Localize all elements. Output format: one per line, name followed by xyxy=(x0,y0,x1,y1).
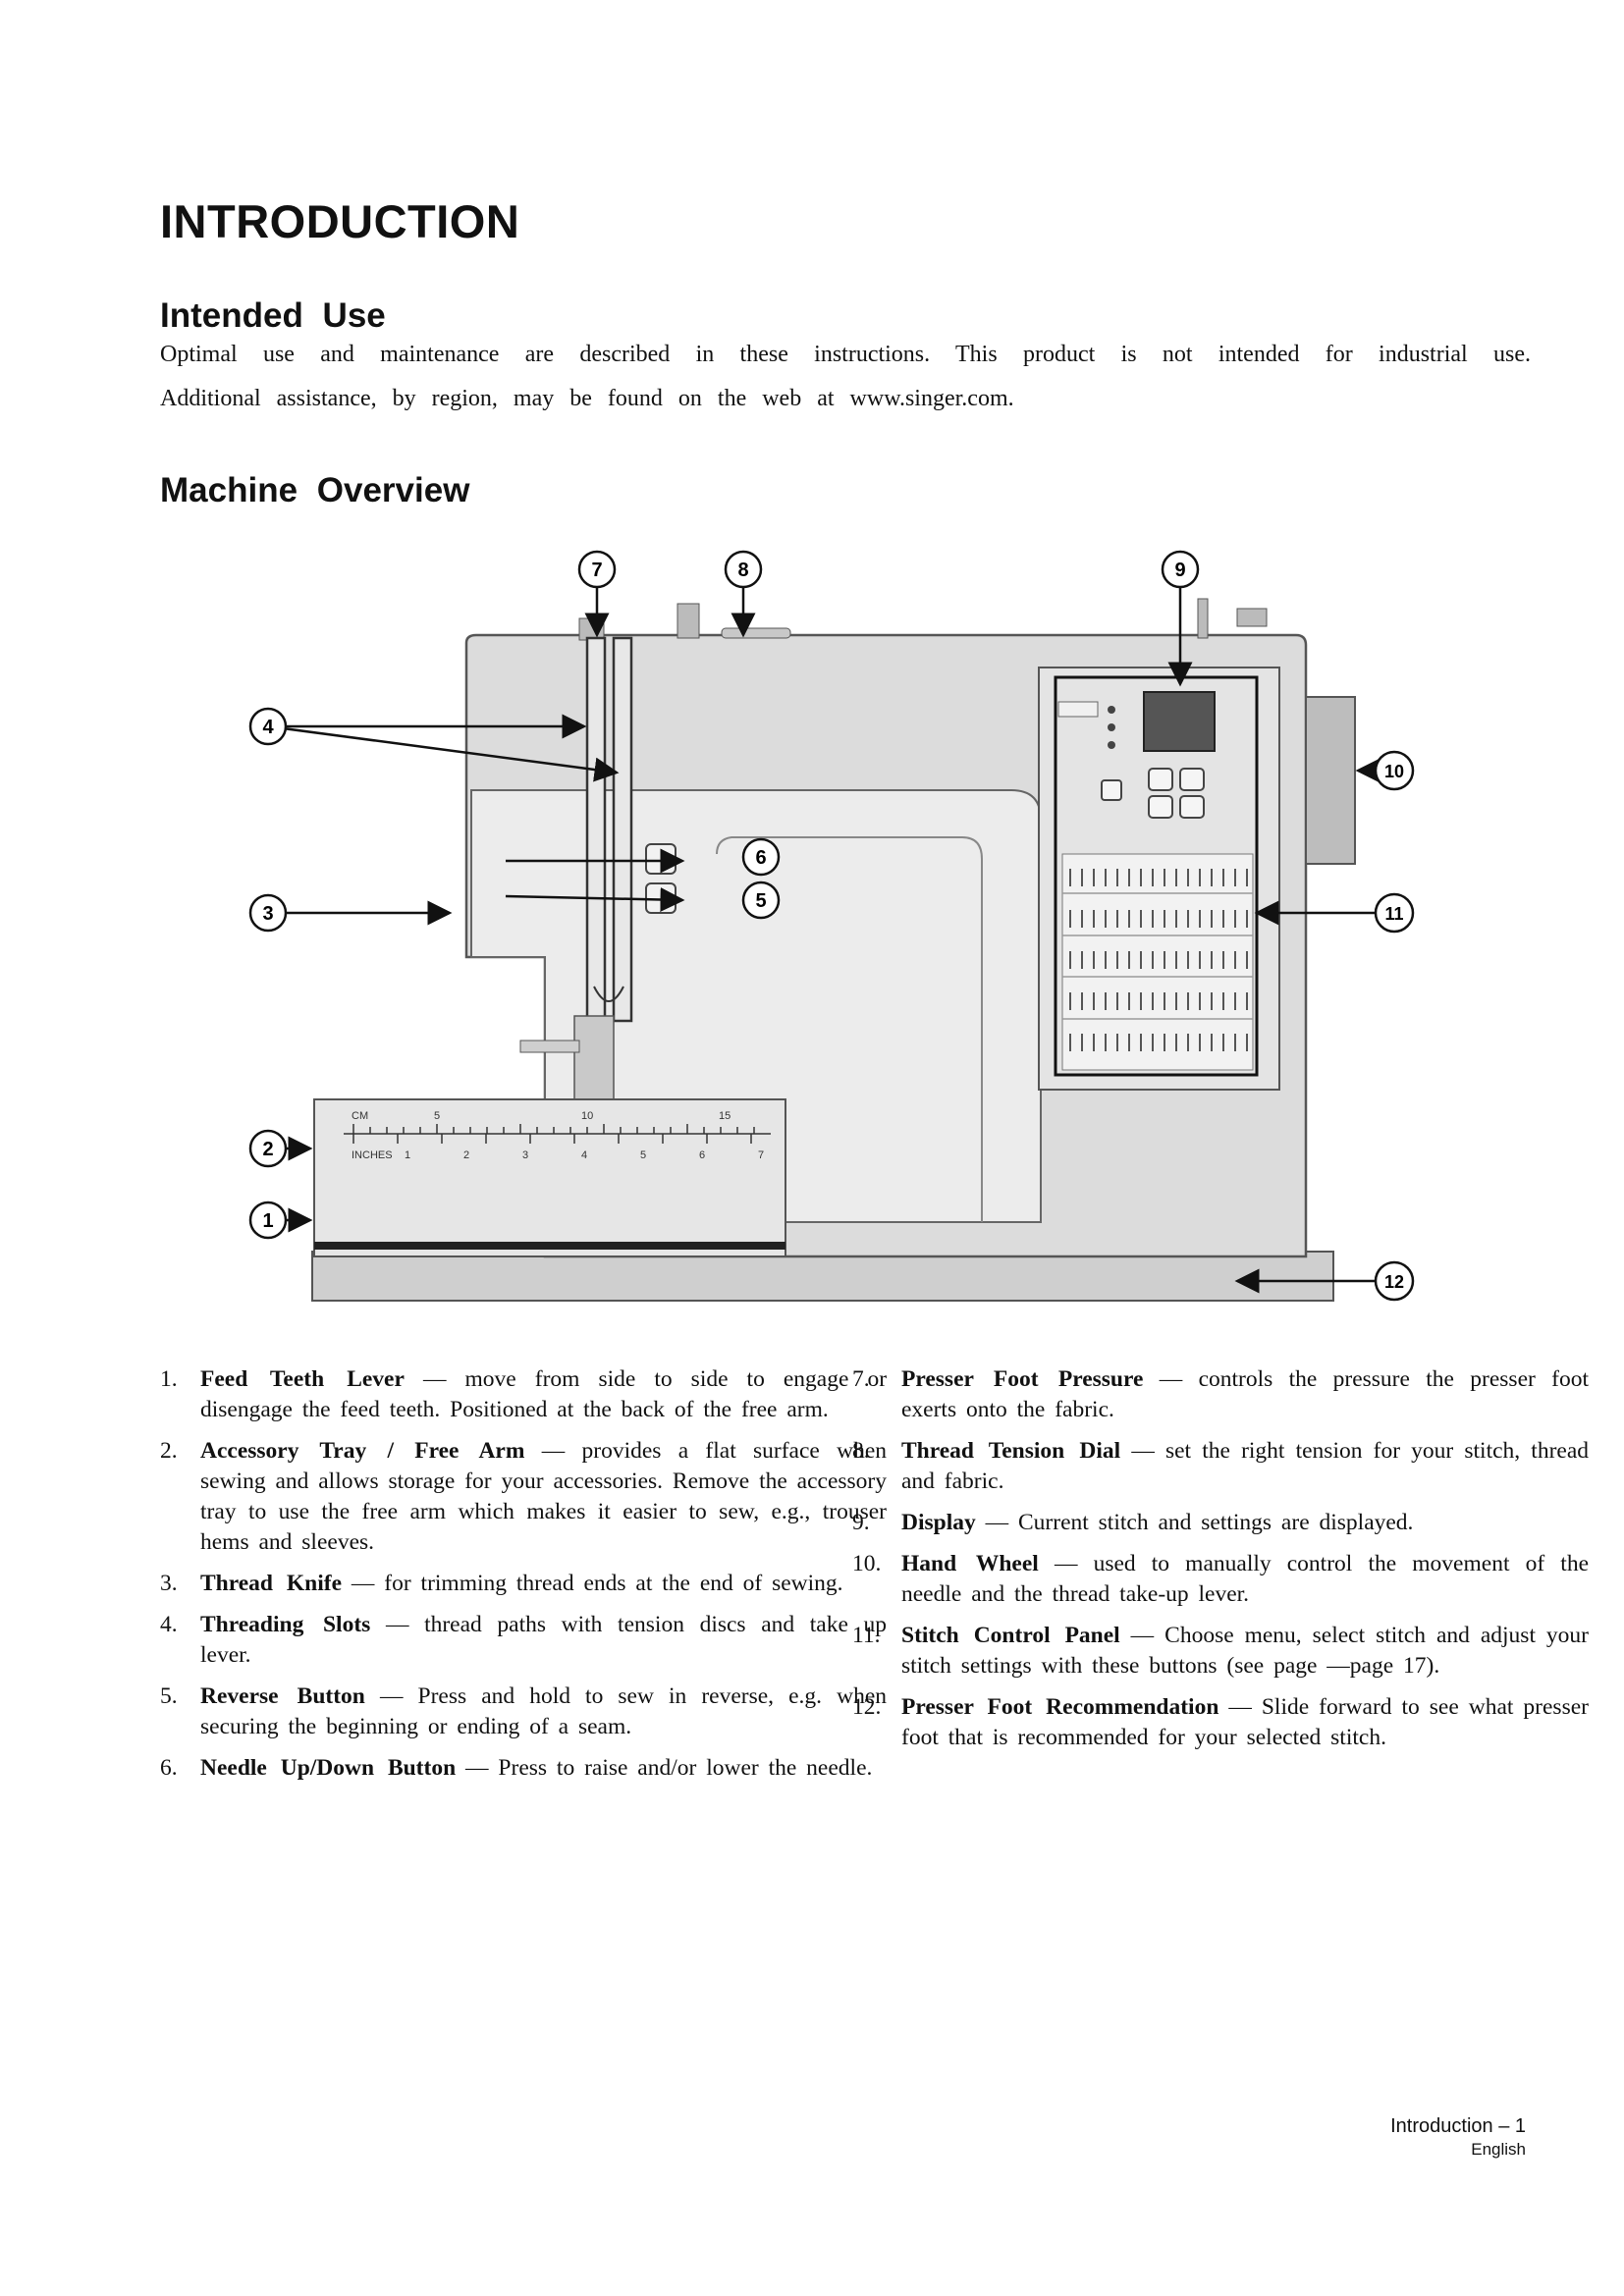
ruler-inch-tick: 1 xyxy=(405,1149,410,1161)
ruler-inch-label: INCHES xyxy=(352,1149,393,1161)
callout-4: 4 xyxy=(262,717,274,738)
callout-5: 5 xyxy=(755,890,766,912)
ruler-inch-tick: 4 xyxy=(581,1149,587,1161)
ruler-inch-tick: 5 xyxy=(640,1149,646,1161)
parts-list-right: 7.Presser Foot Pressure — controls the p… xyxy=(852,1364,1589,1764)
ruler-cm-tick: 5 xyxy=(434,1110,440,1122)
callout-12: 12 xyxy=(1384,1272,1404,1292)
sewing-machine-diagram: CM 5 10 15 INCHES 1 2 3 4 5 6 7 1 2 3 4 xyxy=(236,545,1453,1320)
ruler-cm-label: CM xyxy=(352,1110,368,1122)
callout-9: 9 xyxy=(1174,560,1185,581)
ruler-inch-tick: 7 xyxy=(758,1149,764,1161)
page-footer: Introduction – 1 English xyxy=(1390,2115,1526,2160)
callout-2: 2 xyxy=(262,1139,273,1160)
callout-8: 8 xyxy=(737,560,748,581)
intended-use-text-line-1: Optimal use and maintenance are describe… xyxy=(160,342,1531,368)
intended-use-heading: Intended Use xyxy=(160,296,386,336)
list-item: 10.Hand Wheel — used to manually control… xyxy=(852,1549,1589,1610)
list-item: 11.Stitch Control Panel — Choose menu, s… xyxy=(852,1621,1589,1682)
list-item: 1.Feed Teeth Lever — move from side to s… xyxy=(160,1364,887,1425)
ruler-cm-tick: 10 xyxy=(581,1110,593,1122)
list-item: 4.Threading Slots — thread paths with te… xyxy=(160,1610,887,1671)
callout-6: 6 xyxy=(755,847,766,869)
ruler-inch-tick: 2 xyxy=(463,1149,469,1161)
callout-1: 1 xyxy=(262,1210,273,1232)
callout-7: 7 xyxy=(591,560,602,581)
list-item: 6.Needle Up/Down Button — Press to raise… xyxy=(160,1753,887,1784)
ruler-inch-tick: 3 xyxy=(522,1149,528,1161)
list-item: 2.Accessory Tray / Free Arm — provides a… xyxy=(160,1436,887,1558)
list-item: 8.Thread Tension Dial — set the right te… xyxy=(852,1436,1589,1497)
callout-11: 11 xyxy=(1384,904,1403,924)
footer-language: English xyxy=(1390,2140,1526,2160)
machine-overview-heading: Machine Overview xyxy=(160,471,469,510)
page-title: INTRODUCTION xyxy=(160,194,519,248)
ruler-inch-tick: 6 xyxy=(699,1149,705,1161)
machine-body xyxy=(312,599,1355,1301)
list-item: 3.Thread Knife — for trimming thread end… xyxy=(160,1569,887,1599)
list-item: 12.Presser Foot Recommendation — Slide f… xyxy=(852,1692,1589,1753)
list-item: 7.Presser Foot Pressure — controls the p… xyxy=(852,1364,1589,1425)
footer-section: Introduction – 1 xyxy=(1390,2115,1526,2138)
list-item: 5.Reverse Button — Press and hold to sew… xyxy=(160,1682,887,1742)
callout-10: 10 xyxy=(1384,762,1404,781)
callout-3: 3 xyxy=(262,903,273,925)
parts-list-left: 1.Feed Teeth Lever — move from side to s… xyxy=(160,1364,887,1794)
intended-use-text-line-2: Additional assistance, by region, may be… xyxy=(160,386,1531,412)
list-item: 9.Display — Current stitch and settings … xyxy=(852,1508,1589,1538)
ruler-cm-tick: 15 xyxy=(719,1110,731,1122)
